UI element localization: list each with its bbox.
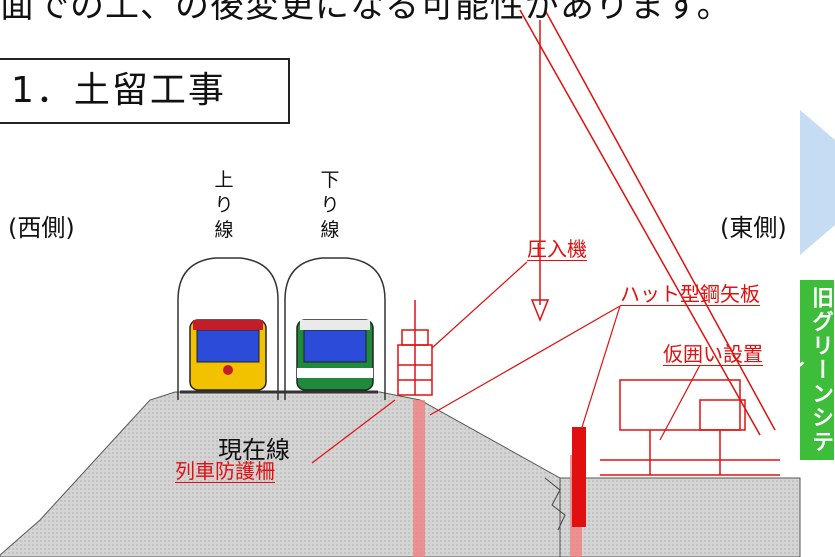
callout-press-machine: 圧入機 (527, 237, 587, 261)
callout-sheet-pile: ハット型鋼矢板 (620, 282, 760, 306)
arrow-shape (800, 110, 835, 255)
track-down-label: 下 り 線 (320, 169, 340, 241)
crane (519, 9, 780, 476)
embankment (0, 391, 561, 557)
top-caption: 面での工、の後変更になる可能性があります。 (0, 0, 732, 26)
west-label: (西側) (8, 214, 75, 242)
press-machine (397, 300, 433, 396)
train-up-roof (193, 320, 263, 330)
train-down-window (303, 329, 367, 363)
train-up-emblem (223, 365, 233, 375)
train-down-roof (300, 320, 370, 330)
gauge-down (284, 257, 386, 400)
train-down-stripe (297, 368, 373, 378)
train-up-window (196, 329, 260, 363)
leader-lines (311, 261, 701, 464)
callout-train-fence: 列車防護柵 (175, 459, 275, 483)
section-title: 1．土留工事 (0, 58, 290, 124)
green-city-band: 旧グリーンシティ (780, 280, 834, 460)
ground-label: 現在線 (218, 436, 290, 464)
east-label: (東側) (720, 214, 787, 242)
track-up-label: 上 り 線 (214, 169, 234, 241)
gauge-up (177, 257, 279, 400)
ground-edge (544, 477, 566, 531)
right-ground (559, 477, 801, 557)
temp-fence-post (572, 427, 586, 527)
sheet-pile-1 (413, 400, 425, 557)
callout-temp-fence: 仮囲い設置 (663, 342, 763, 366)
